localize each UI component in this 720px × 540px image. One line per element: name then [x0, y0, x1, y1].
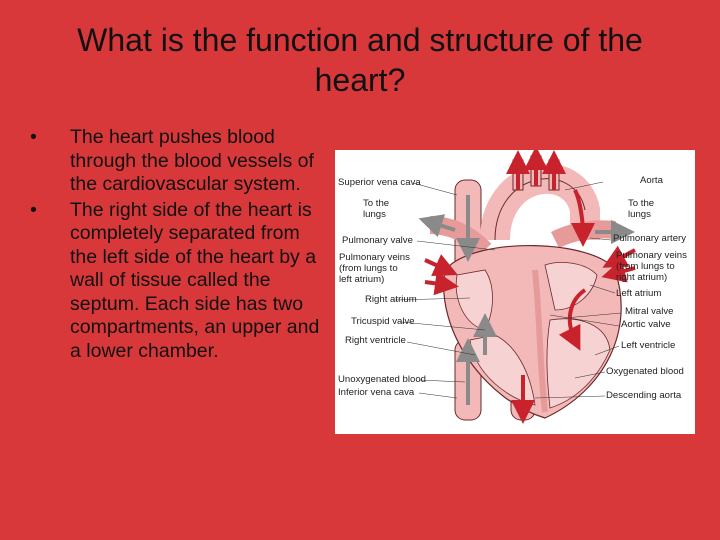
label-mitral-valve: Mitral valve — [625, 306, 674, 317]
bullet-dot: • — [30, 198, 37, 221]
label-unoxygenated-blood: Unoxygenated blood — [338, 374, 427, 385]
bullet-item: • The heart pushes blood through the blo… — [30, 126, 320, 197]
label-descending-aorta: Descending aorta — [606, 390, 682, 401]
label-to-the-lungs-left: To the — [363, 198, 390, 209]
label-pulmonary-valve: Pulmonary valve — [342, 235, 413, 246]
left-atrium — [544, 262, 598, 311]
label-oxygenated-blood: Oxygenated blood — [606, 366, 684, 377]
red-arrow — [558, 288, 587, 351]
label-superior-vena-cava: Superior vena cava — [338, 177, 421, 188]
label-pulmonary-veins-left: Pulmonary veins — [339, 252, 410, 263]
label-pulmonary-veins-right: right atrium) — [616, 272, 668, 283]
red-arrow — [601, 259, 636, 283]
red-arrow — [570, 189, 595, 247]
label-right-atrium: Right atrium — [365, 294, 417, 305]
slide-title: What is the function and structure of th… — [77, 22, 643, 98]
bullet-text: The right side of the heart is completel… — [70, 198, 320, 362]
bullet-item: • The right side of the heart is complet… — [30, 199, 320, 364]
label-tricuspid-valve: Tricuspid valve — [351, 316, 415, 327]
red-arrow — [424, 271, 459, 296]
bullet-text: The heart pushes blood through the blood… — [70, 126, 314, 195]
label-left-atrium: Left atrium — [616, 288, 662, 299]
label-to-the-lungs-right: lungs — [628, 209, 651, 220]
heart-diagram: Superior vena cava To the lungs Pulmonar… — [335, 150, 695, 434]
bullet-list: • The heart pushes blood through the blo… — [30, 126, 320, 365]
leader-lines — [394, 181, 622, 399]
label-pulmonary-veins-left: left atrium) — [339, 274, 385, 285]
gray-arrow — [418, 214, 456, 238]
label-pulmonary-artery: Pulmonary artery — [613, 233, 687, 244]
label-right-ventricle: Right ventricle — [345, 335, 406, 346]
red-arrow — [424, 254, 458, 276]
label-inferior-vena-cava: Inferior vena cava — [338, 387, 415, 398]
label-pulmonary-veins-left: (from lungs to — [339, 263, 398, 274]
label-left-ventricle: Left ventricle — [621, 340, 676, 351]
label-aortic-valve: Aortic valve — [621, 319, 671, 330]
label-to-the-lungs-right: To the — [628, 198, 655, 209]
label-aorta: Aorta — [640, 175, 663, 186]
label-pulmonary-veins-right: Pulmonary veins — [616, 250, 687, 261]
label-to-the-lungs-left: lungs — [363, 209, 386, 220]
heart-illustration — [394, 150, 636, 424]
bullet-dot: • — [30, 126, 37, 148]
label-pulmonary-veins-right: (from lungs to — [616, 261, 675, 272]
